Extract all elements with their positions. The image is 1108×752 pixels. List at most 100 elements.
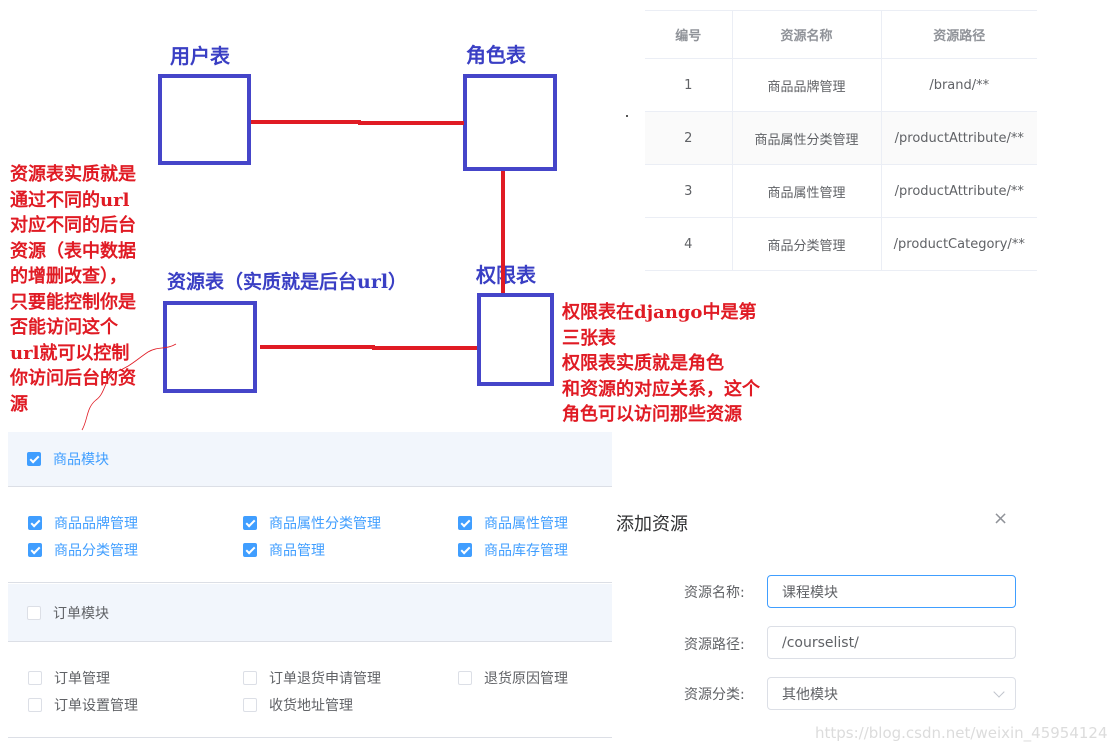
right-note: 权限表在django中是第 三张表 权限表实质就是角色 和资源的对应关系，这个 … xyxy=(562,300,760,428)
resource-category-select[interactable]: 其他模块 xyxy=(767,677,1016,710)
perm-item[interactable]: 订单退货申请管理 xyxy=(243,668,381,688)
checkbox-checked-icon[interactable] xyxy=(28,516,42,530)
perm-item[interactable]: 收货地址管理 xyxy=(243,695,353,715)
role-permission-link xyxy=(501,171,505,293)
left-note-line: 源 xyxy=(10,393,28,415)
resource-permission-link-b xyxy=(372,346,477,350)
perm-item[interactable]: 商品属性分类管理 xyxy=(243,513,381,533)
checkbox-unchecked-icon[interactable] xyxy=(27,605,41,620)
resource-table: 编号 资源名称 资源路径 1 商品品牌管理 /brand/** 2 商品属性分类… xyxy=(645,10,1037,271)
table-row[interactable]: 3 商品属性管理 /productAttribute/** xyxy=(645,164,1037,218)
user-table-box xyxy=(158,74,251,165)
permission-table-label: 权限表 xyxy=(476,263,536,287)
resource-category-label: 资源分类: xyxy=(684,687,745,703)
perm-item[interactable]: 商品品牌管理 xyxy=(28,513,138,533)
table-row[interactable]: 4 商品分类管理 /productCategory/** xyxy=(645,217,1037,271)
perm-item[interactable]: 商品库存管理 xyxy=(458,540,568,560)
resource-table-box xyxy=(163,301,257,393)
header-resource-path[interactable]: 资源路径 xyxy=(881,10,1037,59)
right-note-line: 权限表实质就是角色 xyxy=(562,353,724,374)
cell-path: /productAttribute/** xyxy=(881,164,1037,218)
perm-item-label: 商品库存管理 xyxy=(484,543,568,559)
cell-name: 商品属性管理 xyxy=(732,164,882,218)
left-note-line: 的增删改查）， xyxy=(10,266,127,287)
left-note-line: url就可以控制 xyxy=(10,342,130,364)
group-label: 商品模块 xyxy=(53,452,109,468)
left-note-line: 对应不同的后台 xyxy=(10,215,136,236)
perm-item-label: 商品属性管理 xyxy=(484,516,568,532)
cell-id: 2 xyxy=(645,111,733,165)
group-order-module[interactable]: 订单模块 xyxy=(8,584,612,642)
checkbox-unchecked-icon[interactable] xyxy=(243,698,257,712)
right-note-line: 三张表 xyxy=(562,327,616,349)
checkbox-unchecked-icon[interactable] xyxy=(28,671,42,685)
resource-path-input[interactable] xyxy=(767,626,1016,659)
perm-item[interactable]: 商品分类管理 xyxy=(28,540,138,560)
checkbox-checked-icon[interactable] xyxy=(27,452,41,466)
group-product-module[interactable]: 商品模块 xyxy=(8,432,612,487)
perm-item[interactable]: 商品管理 xyxy=(243,540,325,560)
perm-item[interactable]: 订单设置管理 xyxy=(28,695,138,715)
checkbox-checked-icon[interactable] xyxy=(28,543,42,557)
left-note-line: 资源（表中数据 xyxy=(10,240,136,262)
left-note-line: 只要能控制你是 xyxy=(10,291,136,313)
cell-path: /productCategory/** xyxy=(881,217,1037,271)
left-note-line: 通过不同的url xyxy=(10,189,130,211)
close-icon[interactable]: × xyxy=(993,508,1009,529)
header-resource-name[interactable]: 资源名称 xyxy=(732,10,882,59)
checkbox-unchecked-icon[interactable] xyxy=(458,671,472,685)
resource-name-input[interactable] xyxy=(767,575,1016,608)
user-role-link-a xyxy=(251,120,361,124)
checkbox-checked-icon[interactable] xyxy=(243,516,257,530)
perm-item-label: 订单设置管理 xyxy=(54,698,138,714)
left-note-line: 否能访问这个 xyxy=(10,317,118,338)
cell-id: 1 xyxy=(645,58,733,112)
right-note-line: 和资源的对应关系，这个 xyxy=(562,378,760,400)
cell-name: 商品分类管理 xyxy=(732,217,882,271)
dialog-title: 添加资源 xyxy=(616,514,688,535)
resource-path-label: 资源路径: xyxy=(684,637,745,653)
checkbox-unchecked-icon[interactable] xyxy=(28,698,42,712)
handwritten-scribble xyxy=(81,343,177,431)
perm-item[interactable]: 退货原因管理 xyxy=(458,668,568,688)
perm-item-label: 商品属性分类管理 xyxy=(269,516,381,532)
table-row[interactable]: 2 商品属性分类管理 /productAttribute/** xyxy=(645,111,1037,165)
role-table-label: 角色表 xyxy=(466,43,526,67)
resource-name-label: 资源名称: xyxy=(684,585,745,601)
cell-name: 商品品牌管理 xyxy=(732,58,882,112)
stray-dot xyxy=(626,115,628,117)
perm-item-label: 订单管理 xyxy=(54,671,110,687)
table-row[interactable]: 1 商品品牌管理 /brand/** xyxy=(645,58,1037,112)
checkbox-unchecked-icon[interactable] xyxy=(243,671,257,685)
select-value: 其他模块 xyxy=(782,686,838,703)
perm-item[interactable]: 商品属性管理 xyxy=(458,513,568,533)
perm-item-label: 商品管理 xyxy=(269,543,325,559)
header-id[interactable]: 编号 xyxy=(645,10,733,59)
cell-path: /productAttribute/** xyxy=(881,111,1037,165)
right-note-line: 权限表在django中是第 xyxy=(562,302,757,323)
user-table-label: 用户表 xyxy=(170,44,230,68)
checkbox-checked-icon[interactable] xyxy=(458,516,472,530)
user-role-link-b xyxy=(358,121,464,125)
resource-table-label: 资源表（实质就是后台url） xyxy=(167,271,408,293)
permission-table-box xyxy=(477,293,554,386)
perm-item-label: 收货地址管理 xyxy=(269,698,353,714)
cell-id: 3 xyxy=(645,164,733,218)
table-header-row: 编号 资源名称 资源路径 xyxy=(645,10,1037,59)
group-divider xyxy=(8,737,612,738)
left-note-line: 你访问后台的资 xyxy=(10,368,136,389)
role-table-box xyxy=(463,74,557,171)
perm-item-label: 退货原因管理 xyxy=(484,671,568,687)
watermark: https://blog.csdn.net/weixin_45954124 xyxy=(815,724,1108,742)
checkbox-checked-icon[interactable] xyxy=(458,543,472,557)
resource-permission-link-a xyxy=(260,345,375,349)
group-label: 订单模块 xyxy=(53,605,109,622)
cell-id: 4 xyxy=(645,217,733,271)
checkbox-checked-icon[interactable] xyxy=(243,543,257,557)
left-note-line: 资源表实质就是 xyxy=(10,164,136,185)
cell-path: /brand/** xyxy=(881,58,1037,112)
left-note: 资源表实质就是 通过不同的url 对应不同的后台 资源（表中数据 的增删改查），… xyxy=(10,162,136,417)
perm-item[interactable]: 订单管理 xyxy=(28,668,110,688)
group-divider xyxy=(8,582,612,583)
perm-item-label: 订单退货申请管理 xyxy=(269,671,381,687)
